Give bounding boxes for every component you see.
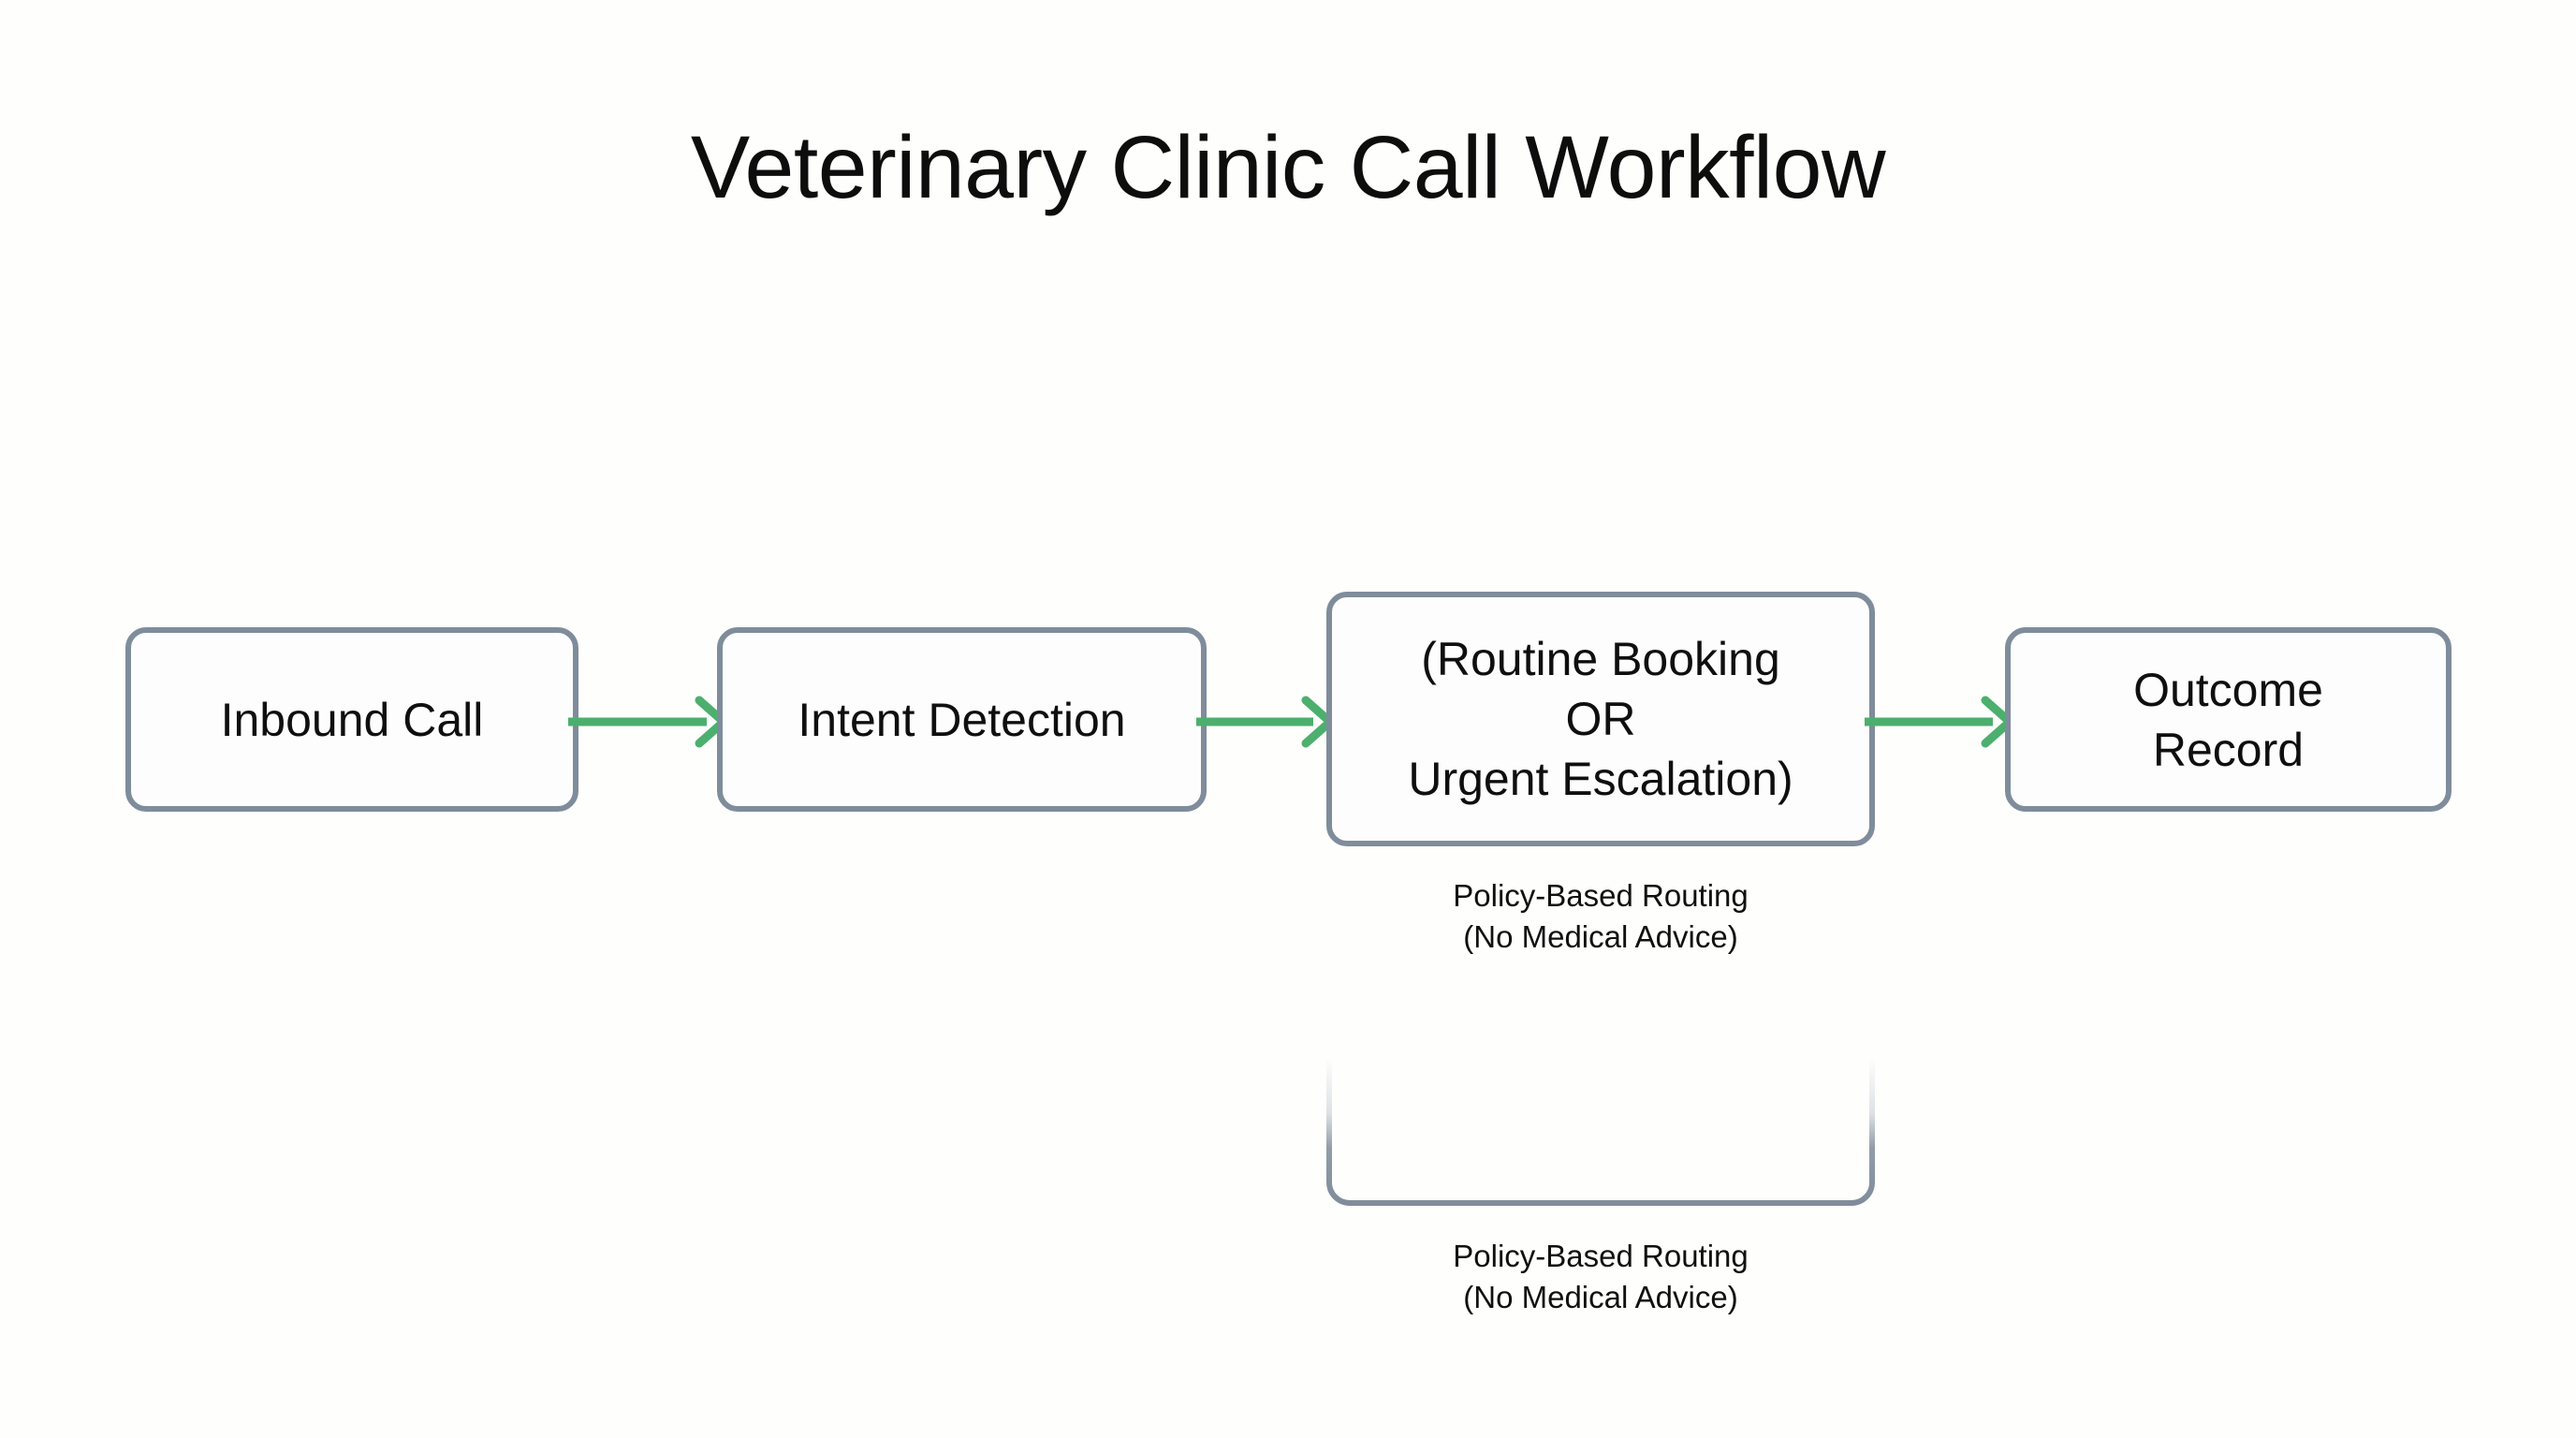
- page-title: Veterinary Clinic Call Workflow: [690, 118, 1886, 217]
- flow-node-intent-detection[interactable]: Intent Detection: [717, 627, 1207, 812]
- flow-arrow-routing-to-outcome: [1863, 695, 2019, 749]
- flow-arrow-inbound-to-intent: [566, 695, 733, 749]
- flow-node-caption-routing-primary: Policy-Based Routing (No Medical Advice): [1453, 878, 1749, 954]
- flow-node-label: (Routine Booking OR Urgent Escalation): [1408, 633, 1793, 805]
- flow-node-outcome-record[interactable]: Outcome Record: [2005, 627, 2452, 812]
- flow-node-caption-routing-secondary: Policy-Based Routing (No Medical Advice): [1453, 1239, 1749, 1314]
- flow-node-label: Outcome Record: [2133, 663, 2323, 776]
- flow-node-inbound-call[interactable]: Inbound Call: [125, 627, 578, 812]
- flow-node-label: Intent Detection: [798, 693, 1126, 746]
- flow-node-routing-decision[interactable]: (Routine Booking OR Urgent Escalation): [1326, 592, 1875, 846]
- flow-arrow-intent-to-routing: [1194, 695, 1339, 749]
- flow-node-label: Inbound Call: [220, 693, 484, 746]
- flow-node-routing-ghost: [1326, 1058, 1875, 1208]
